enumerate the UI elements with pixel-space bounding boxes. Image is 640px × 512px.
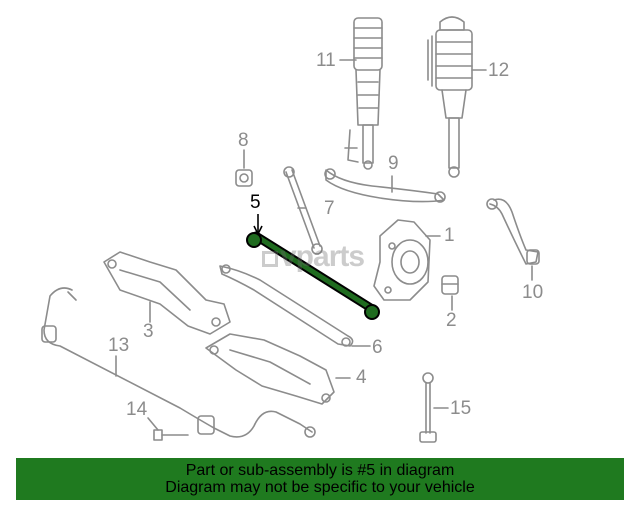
part-2-bushing[interactable] <box>441 275 459 295</box>
part-1-wheel-carrier[interactable] <box>373 219 431 301</box>
callout-13: 13 <box>108 335 130 356</box>
part-15-stabilizer-link[interactable] <box>419 372 437 443</box>
part-4-subframe-bracket[interactable] <box>205 333 335 405</box>
part-10-control-arm[interactable] <box>486 198 540 265</box>
leader-lines <box>115 59 533 431</box>
part-6-lower-arm[interactable] <box>219 264 354 347</box>
callout-10: 10 <box>522 282 544 303</box>
callout-4: 4 <box>356 367 367 388</box>
banner-line-2: Diagram may not be specific to your vehi… <box>165 479 475 496</box>
part-11-shock-absorber[interactable] <box>344 17 383 170</box>
callout-11: 11 <box>316 50 336 71</box>
callout-5: 5 <box>250 192 261 213</box>
parts-diagram <box>41 16 540 443</box>
callout-2: 2 <box>446 310 457 331</box>
watermark-logo-icon <box>262 251 278 267</box>
callout-15: 15 <box>450 398 472 419</box>
vparts-watermark: vparts <box>262 240 365 274</box>
watermark-text: vparts <box>280 240 365 273</box>
banner-line-1: Part or sub-assembly is #5 in diagram <box>185 462 455 479</box>
callout-6: 6 <box>372 337 383 358</box>
part-12-air-strut[interactable] <box>427 16 473 178</box>
callout-8: 8 <box>238 130 249 151</box>
part-9-upper-control-arm[interactable] <box>324 168 446 203</box>
callout-7: 7 <box>324 198 335 219</box>
callout-3: 3 <box>143 321 154 342</box>
part-info-banner: Part or sub-assembly is #5 in diagram Di… <box>16 458 624 500</box>
part-3-subframe-bracket[interactable] <box>103 251 231 335</box>
part-5-highlighted-link[interactable] <box>246 214 380 320</box>
part-13-stabilizer-bar[interactable] <box>41 287 316 438</box>
part-14-bolt[interactable] <box>153 429 189 441</box>
callout-9: 9 <box>388 153 399 174</box>
callout-1: 1 <box>444 225 455 246</box>
callout-14: 14 <box>126 399 148 420</box>
part-8-bushing[interactable] <box>235 169 253 187</box>
callout-12: 12 <box>488 60 510 81</box>
